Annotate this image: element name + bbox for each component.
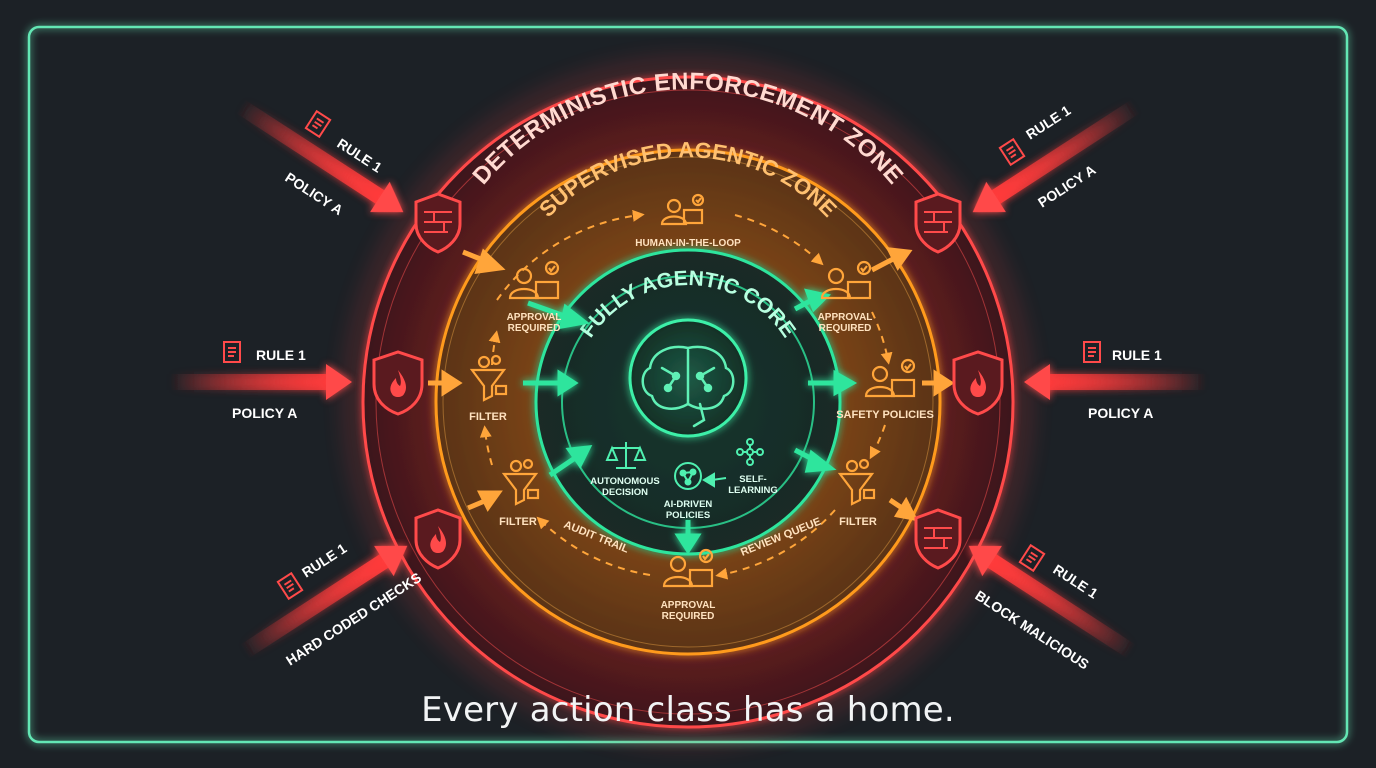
node-safety-policies: SAFETY POLICIES [836, 409, 934, 421]
core-autonomous-2: DECISION [602, 487, 648, 498]
core-self-learning-1: SELF- [739, 474, 766, 485]
shield-brick-icon [414, 192, 462, 254]
node-approval-upper-right-2: REQUIRED [819, 323, 872, 334]
input-policy-mid-right: POLICY A [1088, 405, 1153, 421]
core-inner-arrows [702, 472, 727, 488]
user-check-icon [508, 260, 560, 300]
core-self-learning-2: LEARNING [728, 485, 778, 496]
input-rule-mid-right: RULE 1 [1112, 347, 1162, 363]
shield-brick-icon [914, 192, 962, 254]
funnel-gear-icon [837, 458, 876, 506]
user-check-icon [660, 193, 705, 226]
supervised-flow [479, 209, 893, 580]
node-filter-lower-right: FILTER [839, 516, 877, 528]
scales-icon [605, 442, 647, 469]
input-rule-mid-left: RULE 1 [256, 347, 306, 363]
input-rule-bottom-left: RULE 1 [299, 540, 350, 581]
input-rule-top-right: RULE 1 [1023, 102, 1074, 143]
node-human-in-the-loop: HUMAN-IN-THE-LOOP [635, 238, 741, 249]
network-icon [736, 438, 764, 466]
node-filter-left: FILTER [469, 411, 507, 423]
network-icon [674, 462, 702, 490]
shield-connectors [428, 247, 955, 522]
core-ai-driven-2: POLICIES [666, 510, 710, 521]
shield-fire-icon [414, 508, 462, 570]
core-autonomous-1: AUTONOMOUS [590, 476, 660, 487]
incoming-arrows [170, 99, 1206, 659]
node-filter-lower-left: FILTER [499, 516, 537, 528]
node-approval-bottom-1: APPROVAL [661, 600, 716, 611]
user-check-icon [820, 260, 872, 300]
node-approval-upper-right-1: APPROVAL [818, 312, 873, 323]
node-approval-bottom-2: REQUIRED [662, 611, 715, 622]
user-check-icon [864, 358, 916, 398]
core-arrows [523, 288, 858, 555]
node-approval-upper-left-2: REQUIRED [508, 323, 561, 334]
shield-brick-icon [914, 508, 962, 570]
user-check-icon [662, 548, 714, 588]
shield-fire-icon [372, 350, 424, 416]
node-approval-upper-left-1: APPROVAL [507, 312, 562, 323]
input-policy-bottom-right: BLOCK MALICIOUS [972, 587, 1092, 672]
input-policy-mid-left: POLICY A [232, 405, 297, 421]
caption: Every action class has a home. [421, 690, 955, 730]
funnel-gear-icon [469, 354, 508, 402]
document-icon [223, 109, 1101, 601]
shield-fire-icon [952, 350, 1004, 416]
zones [348, 62, 1028, 742]
core-ai-driven-1: AI-DRIVEN [664, 499, 713, 510]
funnel-gear-icon [501, 458, 540, 506]
brain-circuit-icon [641, 345, 735, 428]
